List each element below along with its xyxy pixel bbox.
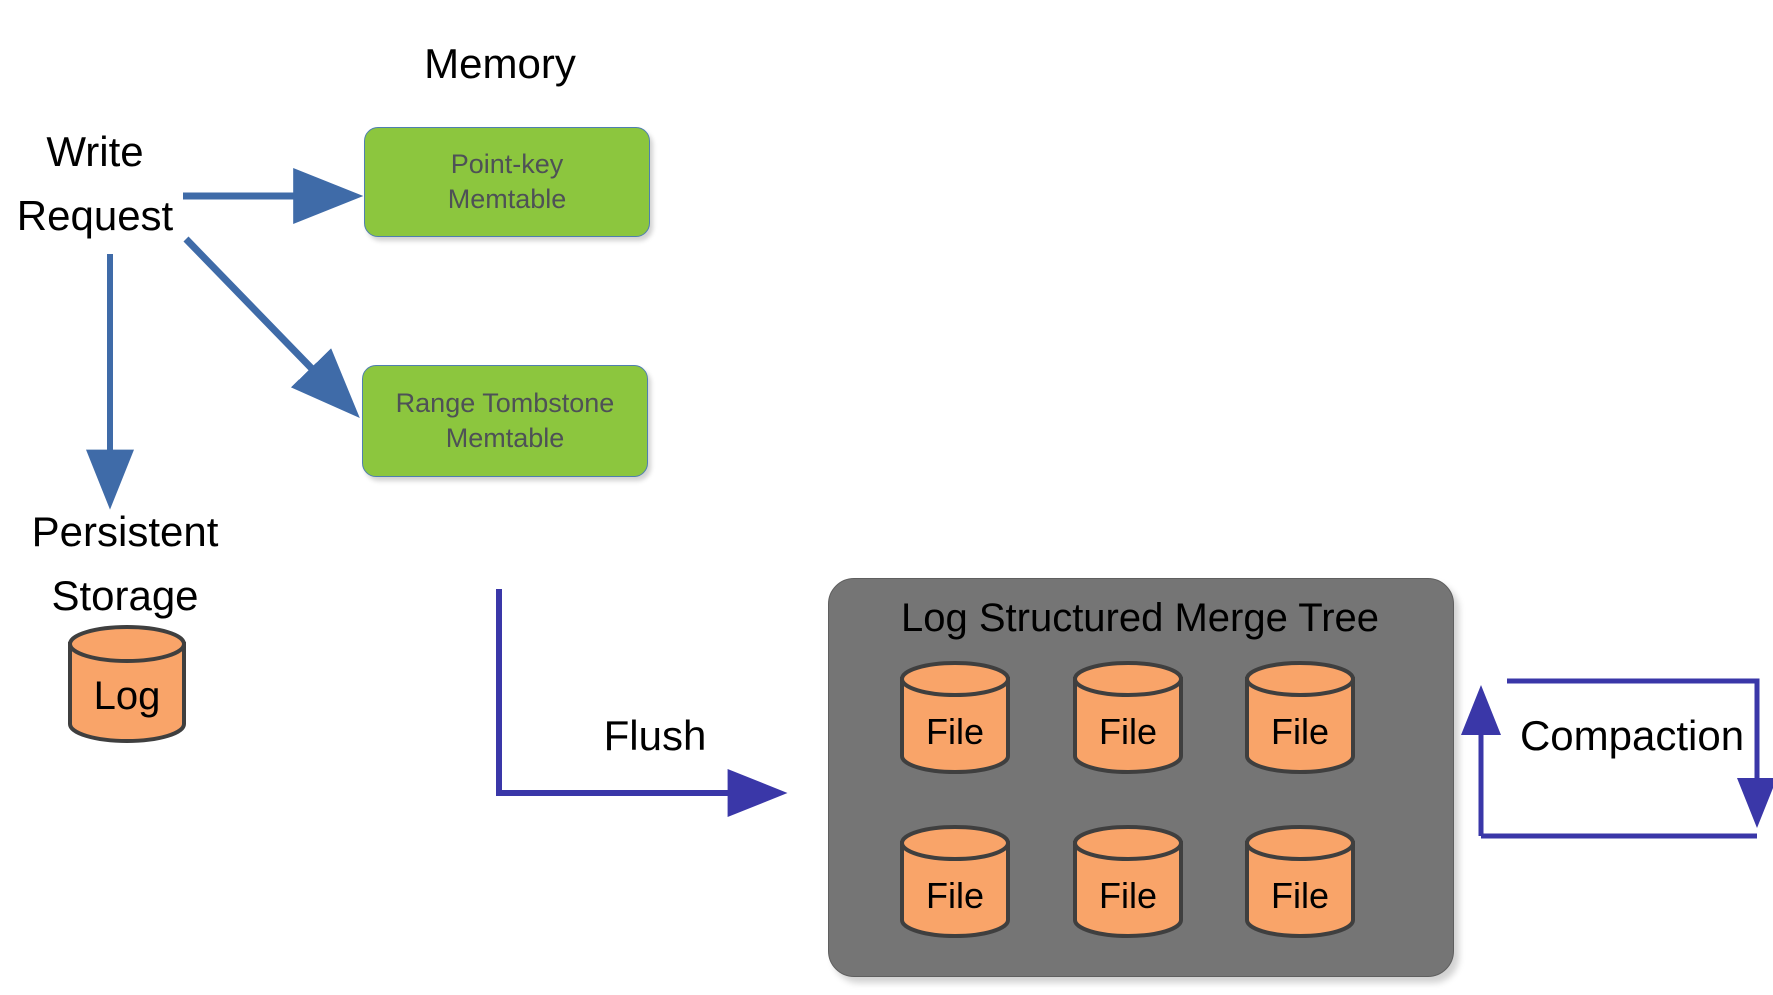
arrow-write-to-range-tombstone-memtable — [183, 236, 360, 419]
lsm-tree-title: Log Structured Merge Tree — [900, 596, 1380, 640]
range-tombstone-memtable[interactable]: Range Tombstone Memtable — [362, 365, 648, 477]
flush-label: Flush — [603, 712, 707, 759]
range-tombstone-memtable-line2: Memtable — [445, 423, 565, 453]
write-request-label-line2: Request — [16, 192, 174, 239]
log-cylinder-shape — [68, 625, 186, 743]
range-tombstone-memtable-line1: Range Tombstone — [395, 388, 615, 419]
arrow-compaction-down — [1507, 678, 1773, 829]
file-cylinder-shape — [1245, 825, 1355, 938]
persistent-storage-label-line1: Persistent — [31, 508, 219, 555]
point-key-memtable[interactable]: Point-key Memtable — [364, 127, 650, 237]
file-cylinder-shape — [1245, 661, 1355, 774]
file-cylinder-shape — [1073, 825, 1183, 938]
compaction-label: Compaction — [1519, 712, 1745, 759]
arrow-flush-to-lsm — [496, 589, 788, 817]
persistent-storage-label-line2: Storage — [51, 572, 199, 619]
file-cylinder-shape — [900, 661, 1010, 774]
range-tombstone-memtable-text: Range Tombstone Memtable — [396, 386, 615, 455]
file-cylinder-shape — [1073, 661, 1183, 774]
point-key-memtable-line1: Point-key — [450, 149, 564, 180]
write-request-label-line1: Write — [46, 128, 144, 175]
file-cylinder-shape — [900, 825, 1010, 938]
point-key-memtable-line2: Memtable — [447, 184, 567, 214]
memory-label: Memory — [424, 40, 576, 87]
point-key-memtable-text: Point-key Memtable — [448, 147, 567, 216]
